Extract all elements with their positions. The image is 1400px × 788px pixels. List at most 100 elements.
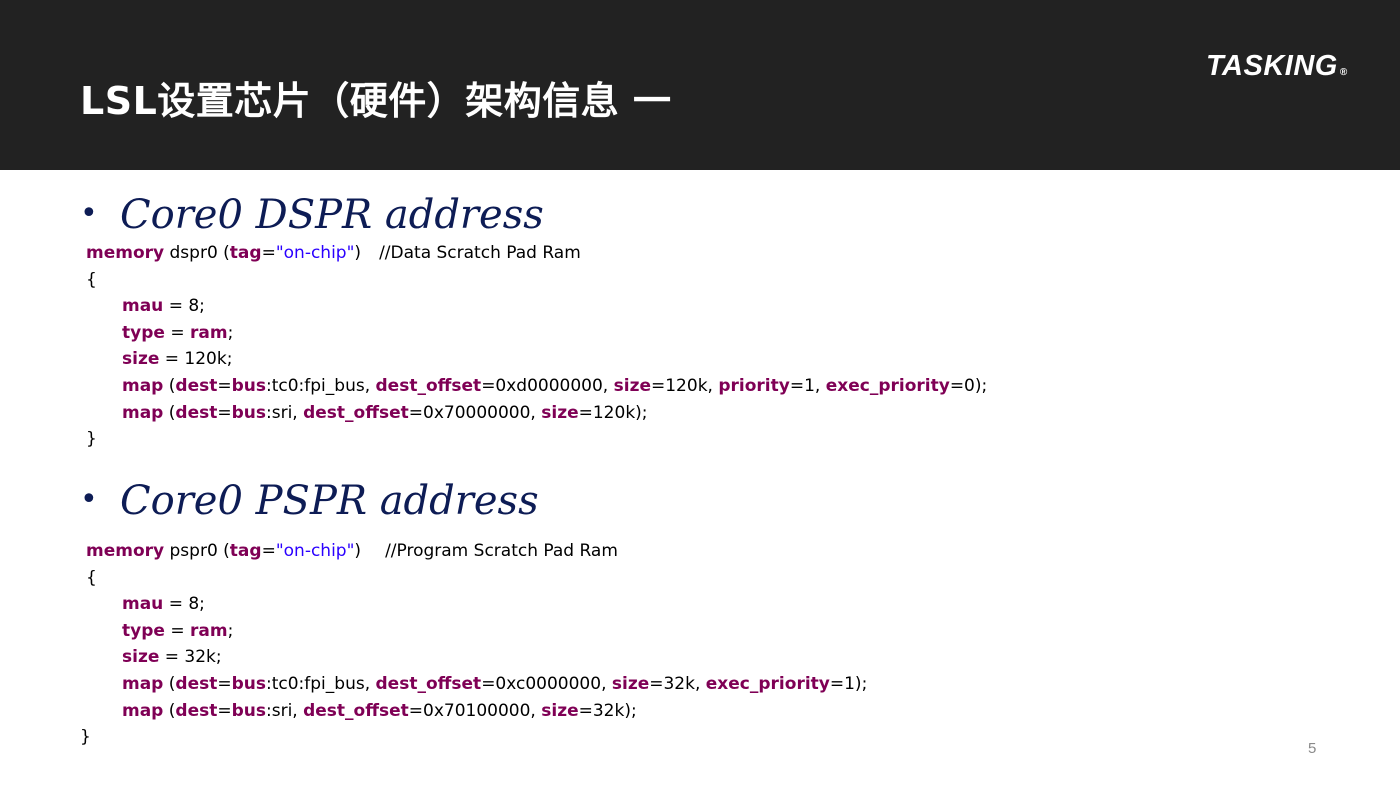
code-text: =32k, <box>649 673 706 694</box>
keyword: size <box>122 647 160 668</box>
code-comment: //Data Scratch Pad Ram <box>379 243 581 263</box>
code-text: ( <box>163 673 176 694</box>
code-line-type: type = ram; <box>86 618 867 645</box>
keyword: dest <box>175 673 218 694</box>
code-line-decl: memory pspr0 (tag="on-chip") //Program Sc… <box>86 538 867 565</box>
code-text: ; <box>227 620 234 641</box>
keyword: exec_priority <box>705 673 830 694</box>
code-line-decl: memory dspr0 (tag="on-chip") //Data Scrat… <box>86 240 987 267</box>
code-block-dspr: memory dspr0 (tag="on-chip")//Data Scrat… <box>86 240 987 453</box>
code-text: = 120k; <box>159 349 233 370</box>
keyword: exec_priority <box>825 375 950 396</box>
section-heading-text: Core0 PSPR address <box>120 478 539 524</box>
section-heading-text: Core0 DSPR address <box>120 192 544 238</box>
keyword: bus <box>231 700 266 721</box>
code-line-open-brace: { <box>86 567 97 588</box>
keyword: map <box>122 402 164 423</box>
code-comment: //Program Scratch Pad Ram <box>385 541 618 561</box>
keyword: dest_offset <box>375 375 482 396</box>
bullet-icon: • <box>80 482 98 517</box>
keyword: map <box>122 673 164 694</box>
keyword: ram <box>189 322 228 343</box>
code-text: =1, <box>789 375 826 396</box>
keyword: type <box>122 620 165 641</box>
code-text: = <box>164 322 190 343</box>
keyword: size <box>541 402 579 423</box>
keyword: dest_offset <box>303 402 409 423</box>
code-text: :sri, <box>266 402 304 423</box>
code-text: :tc0:fpi_bus, <box>266 673 376 694</box>
keyword: priority <box>718 375 790 396</box>
code-text: =0xd0000000, <box>481 375 614 396</box>
tasking-logo: TASKING® <box>1206 50 1348 83</box>
code-text: ) <box>354 243 362 263</box>
code-text: =0x70000000, <box>408 402 542 423</box>
code-text: = <box>261 243 276 263</box>
code-line-mau: mau = 8; <box>86 293 987 320</box>
code-text: = <box>261 541 276 561</box>
code-line-mau: mau = 8; <box>86 591 867 618</box>
code-line-size: size = 120k; <box>86 346 987 373</box>
code-line-open-brace: { <box>86 269 97 290</box>
keyword: bus <box>231 673 266 694</box>
code-line-size: size = 32k; <box>86 644 867 671</box>
keyword: size <box>541 700 579 721</box>
code-text: = <box>217 375 232 396</box>
code-text: = 32k; <box>159 647 222 668</box>
keyword: dest <box>175 700 218 721</box>
code-text: = <box>217 673 232 694</box>
code-text: =120k); <box>578 402 648 423</box>
logo-text: TASKING <box>1206 50 1338 82</box>
keyword: memory <box>86 243 165 263</box>
code-text: =0xc0000000, <box>481 673 612 694</box>
code-text: =1); <box>829 673 868 694</box>
code-line-map-fpi: map (dest=bus:tc0:fpi_bus, dest_offset=0… <box>86 373 987 400</box>
keyword: bus <box>231 402 266 423</box>
code-text: = 8; <box>163 296 205 317</box>
keyword: mau <box>122 296 164 317</box>
code-text: =0x70100000, <box>408 700 542 721</box>
section-heading-dspr: • Core0 DSPR address <box>80 190 544 239</box>
code-text: dspr0 ( <box>164 243 230 263</box>
bullet-icon: • <box>80 196 98 231</box>
registered-mark: ® <box>1339 67 1348 78</box>
string-literal: "on-chip" <box>275 541 355 561</box>
keyword: size <box>611 673 650 694</box>
keyword: memory <box>86 541 165 561</box>
keyword: dest <box>175 375 218 396</box>
code-line-close-brace: } <box>86 429 97 450</box>
keyword: dest_offset <box>303 700 409 721</box>
code-line-map-fpi: map (dest=bus:tc0:fpi_bus, dest_offset=0… <box>86 671 867 698</box>
code-text: ( <box>163 700 176 721</box>
slide-header: LSL设置芯片（硬件）架构信息 一 TASKING® <box>0 0 1400 170</box>
slide-title: LSL设置芯片（硬件）架构信息 一 <box>80 79 672 123</box>
code-text: = 8; <box>163 594 205 615</box>
code-text: ) <box>354 541 362 561</box>
code-text: = <box>217 402 232 423</box>
page-number: 5 <box>1308 740 1317 757</box>
keyword: ram <box>189 620 228 641</box>
keyword: type <box>122 322 165 343</box>
section-heading-pspr: • Core0 PSPR address <box>80 476 539 525</box>
keyword: size <box>122 349 160 370</box>
code-block-pspr: memory pspr0 (tag="on-chip")//Program Sc… <box>80 538 867 751</box>
keyword: dest <box>175 402 218 423</box>
keyword: tag <box>229 541 262 561</box>
string-literal: "on-chip" <box>275 243 355 263</box>
code-line-close-brace: } <box>80 727 91 748</box>
code-line-map-sri: map (dest=bus:sri, dest_offset=0x7000000… <box>86 400 987 427</box>
code-text: :sri, <box>266 700 304 721</box>
keyword: tag <box>229 243 262 263</box>
keyword: mau <box>122 594 164 615</box>
code-text: = <box>164 620 190 641</box>
code-text: =32k); <box>578 700 637 721</box>
code-line-type: type = ram; <box>86 320 987 347</box>
keyword: map <box>122 700 164 721</box>
code-text: ; <box>227 322 234 343</box>
code-text: :tc0:fpi_bus, <box>266 375 376 396</box>
code-text: ( <box>163 375 176 396</box>
keyword: bus <box>231 375 266 396</box>
keyword: map <box>122 375 164 396</box>
code-text: pspr0 ( <box>164 541 230 561</box>
keyword: size <box>613 375 651 396</box>
